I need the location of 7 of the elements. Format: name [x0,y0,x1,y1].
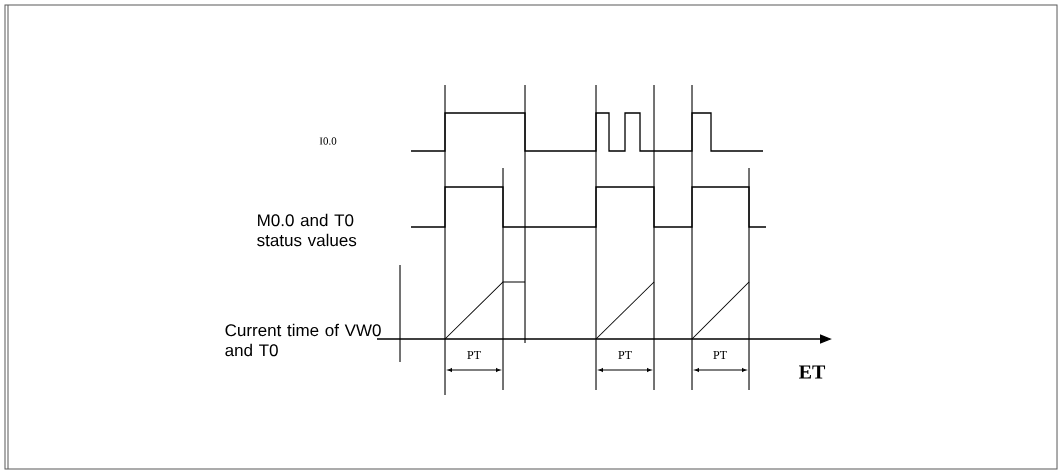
axis-label: ET [799,365,826,379]
signal-label: Current time of VW0 and T0 [225,323,381,357]
signal-label: M0.0 and T0 status values [257,213,357,247]
dimension-label: PT [713,351,727,359]
dimension-label: PT [467,351,481,359]
dimension-label: PT [618,351,632,359]
signal-label: I0.0 [319,137,337,145]
